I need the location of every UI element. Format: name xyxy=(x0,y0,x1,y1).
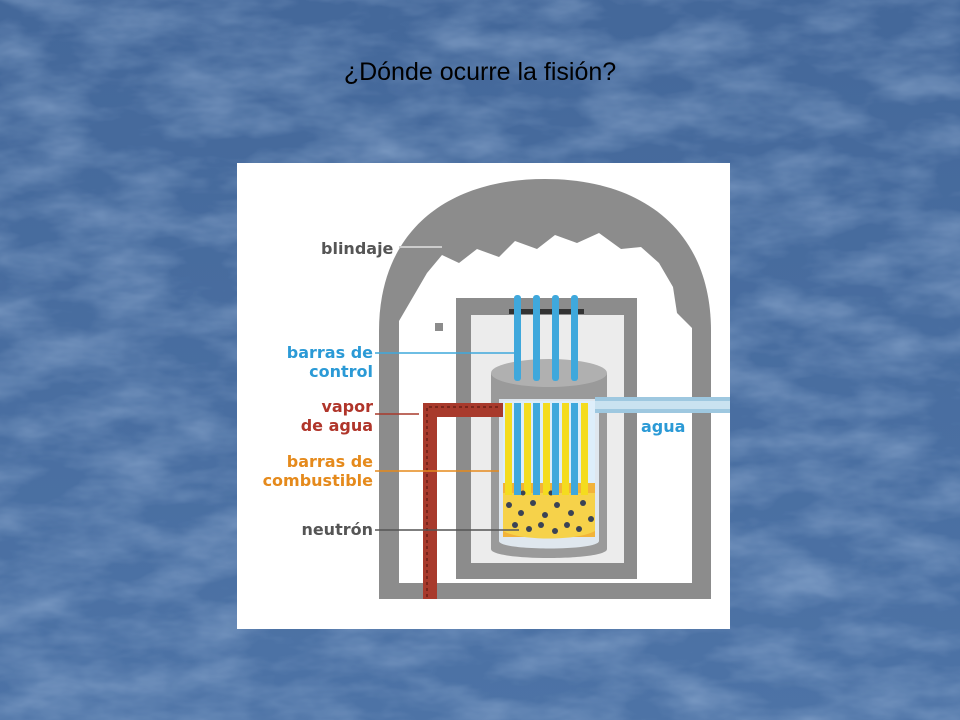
control-rods xyxy=(514,295,578,495)
label-blindaje: blindaje xyxy=(321,239,394,258)
leader-lines xyxy=(375,246,519,531)
label-neutron: neutrón xyxy=(301,520,373,539)
slide-title: ¿Dónde ocurre la fisión? xyxy=(343,58,617,86)
fuel-rods xyxy=(505,403,588,495)
water-pipe xyxy=(595,397,730,413)
steam-pipe xyxy=(423,403,503,599)
label-control-line2: control xyxy=(309,362,373,381)
label-vapor-line1: vapor xyxy=(321,397,373,416)
label-control-line1: barras de xyxy=(287,343,373,362)
reactor-diagram: blindaje barras de control vapor de agua… xyxy=(237,163,730,629)
label-agua: agua xyxy=(641,417,685,436)
label-fuel-line1: barras de xyxy=(287,452,373,471)
label-vapor-line2: de agua xyxy=(301,416,373,435)
neutrons xyxy=(506,488,594,534)
label-fuel-line2: combustible xyxy=(263,471,374,490)
